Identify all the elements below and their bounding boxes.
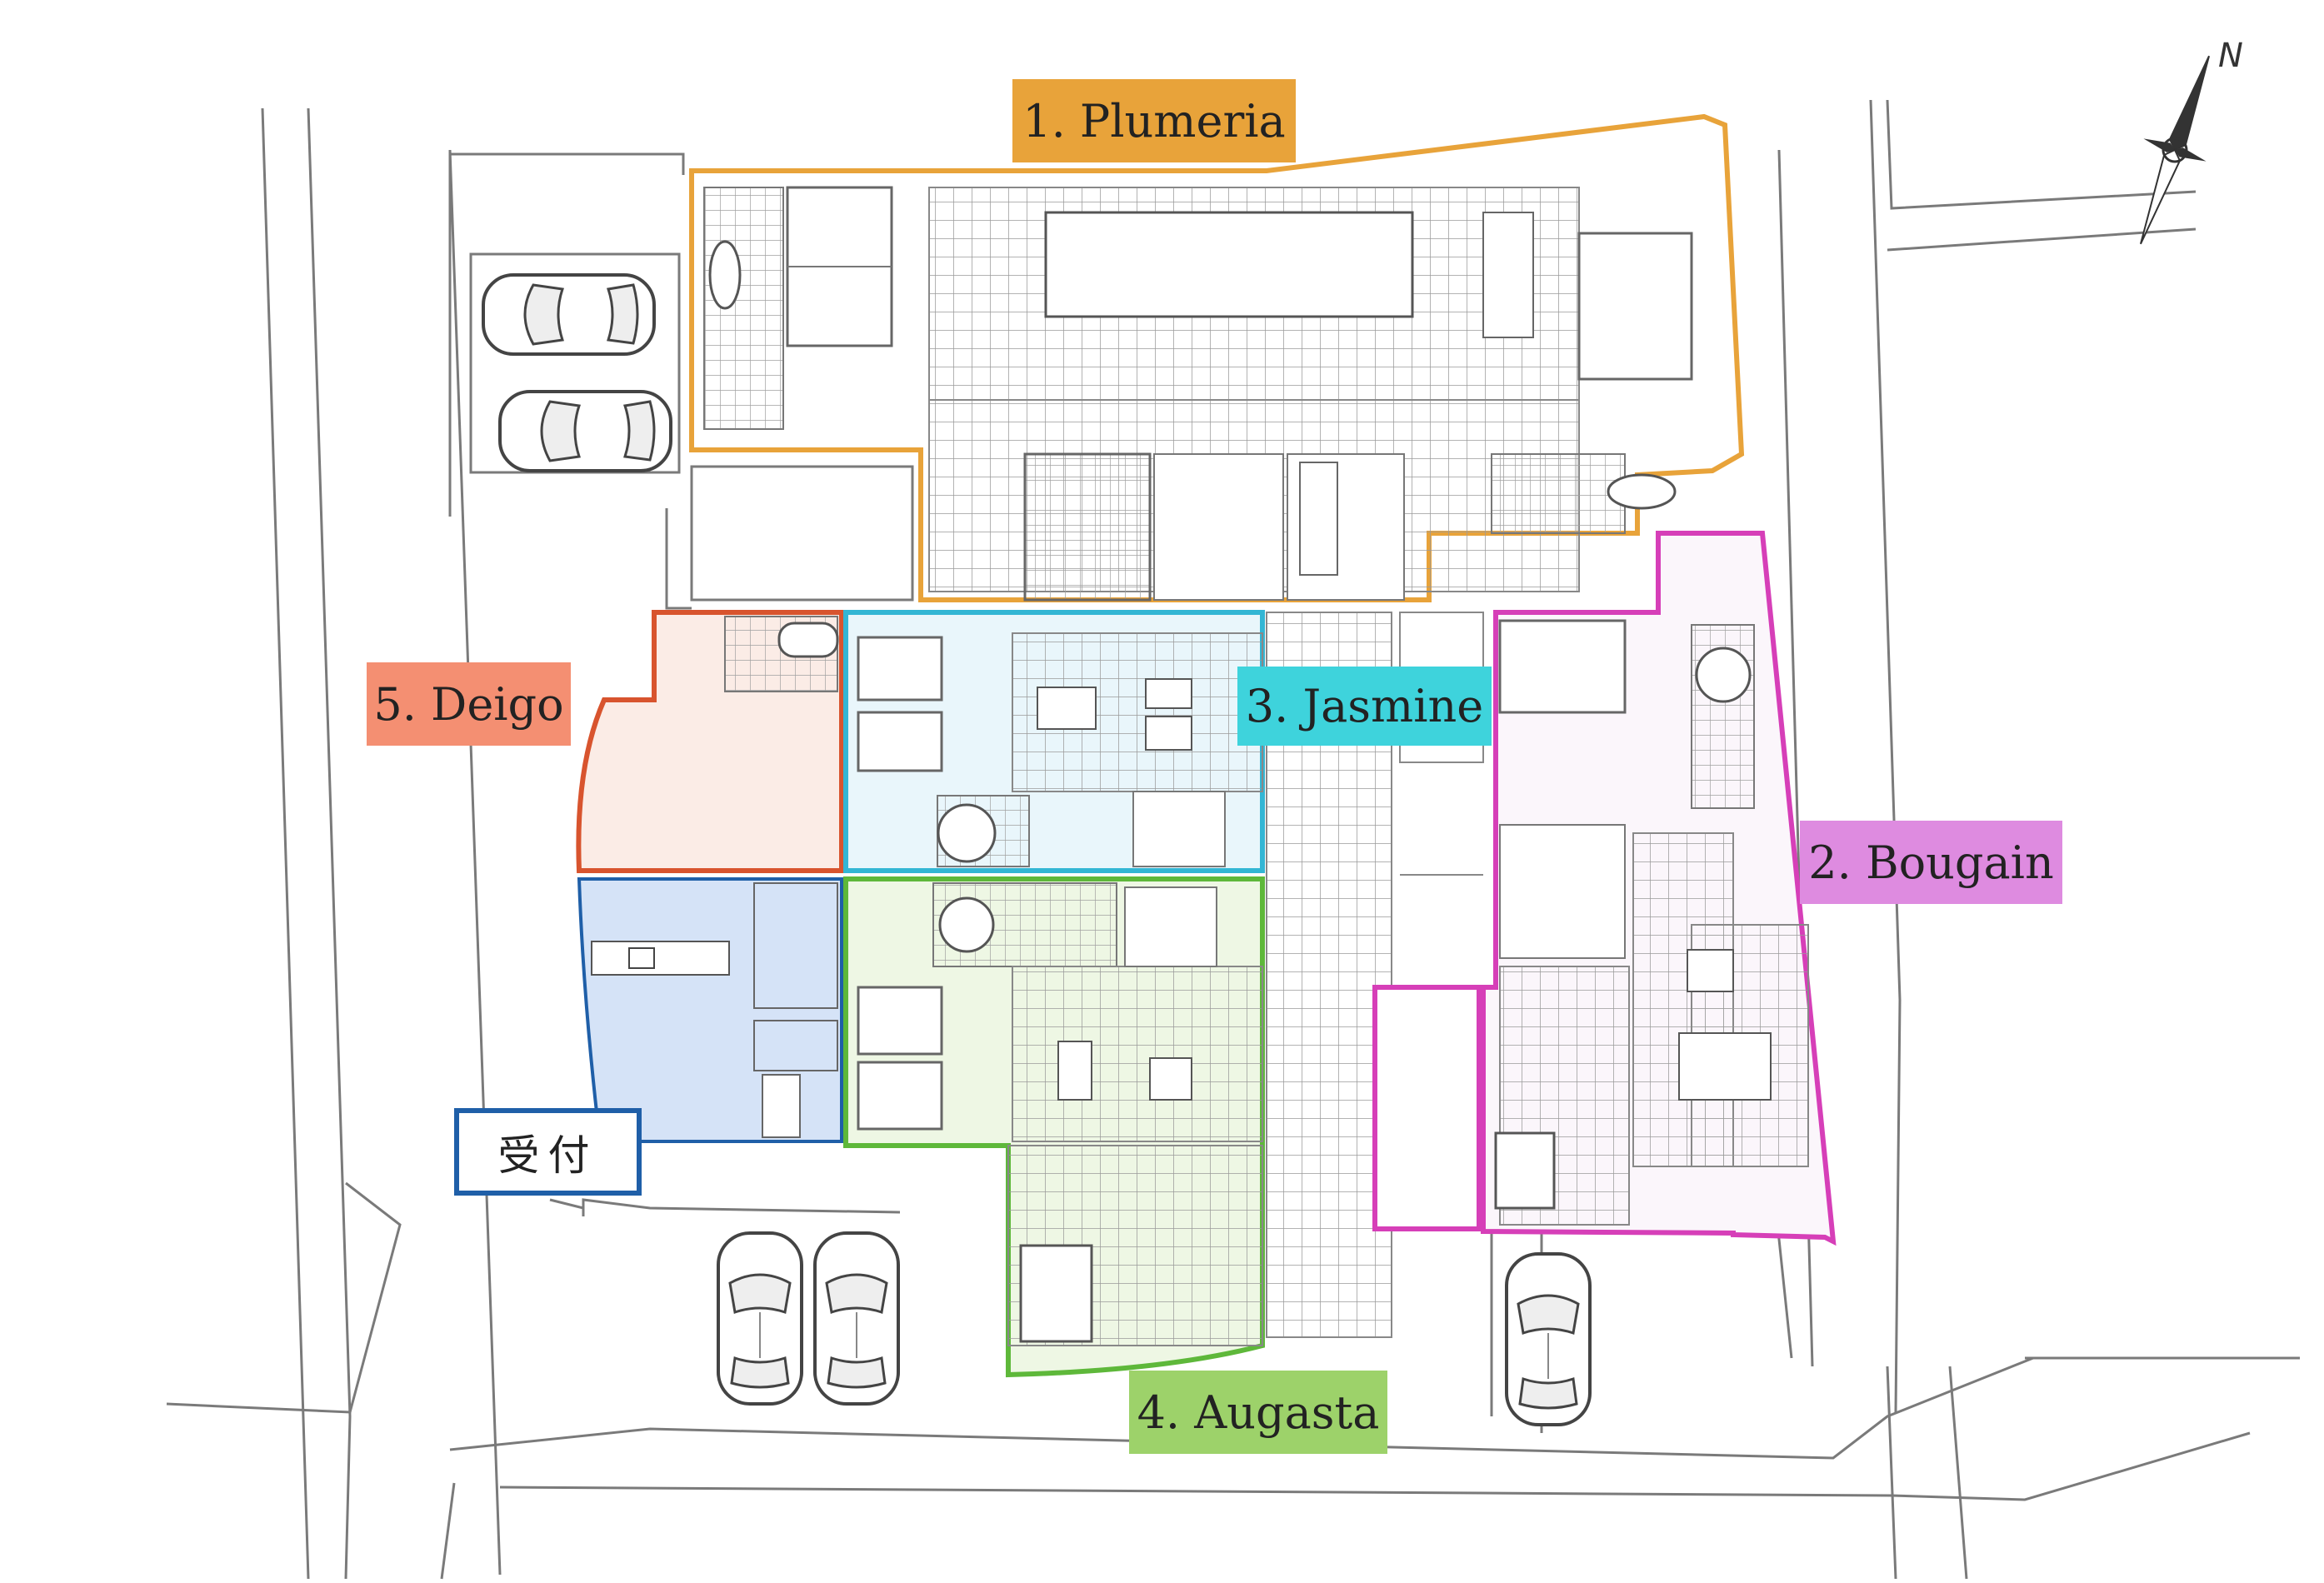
unit-bougain bbox=[1372, 531, 1837, 1246]
label-augasta: 4. Augasta bbox=[1129, 1371, 1387, 1454]
label-reception: 受付 bbox=[454, 1108, 642, 1196]
reception-area bbox=[577, 877, 843, 1143]
unit-deigo bbox=[576, 610, 844, 873]
north-label: N bbox=[2218, 37, 2243, 75]
north-arrow-icon: N bbox=[2139, 37, 2243, 245]
label-plumeria: 1. Plumeria bbox=[1012, 79, 1296, 162]
unit-augasta bbox=[843, 876, 1265, 1378]
label-jasmine: 3. Jasmine bbox=[1237, 667, 1492, 746]
site-boundaries bbox=[166, 99, 2300, 1580]
label-bougain: 2. Bougain bbox=[1800, 821, 2062, 904]
unit-plumeria bbox=[689, 113, 1745, 602]
unit-jasmine bbox=[843, 610, 1265, 873]
label-deigo: 5. Deigo bbox=[367, 662, 571, 746]
